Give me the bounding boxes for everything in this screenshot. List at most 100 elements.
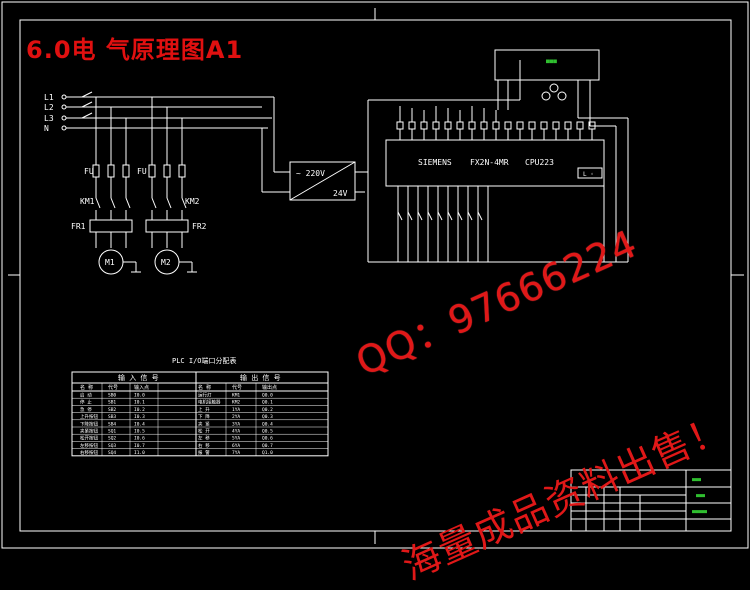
plc-output-terminal bbox=[468, 121, 476, 130]
plc-input-switch bbox=[427, 211, 433, 221]
table-cell: SQ3 bbox=[108, 443, 116, 449]
plc-input-switch bbox=[447, 211, 453, 221]
table-cell: KM1 bbox=[232, 393, 240, 399]
label-km1: KM1 bbox=[80, 197, 95, 206]
table-cell: I0.0 bbox=[134, 393, 145, 399]
label-fu2: FU bbox=[137, 167, 147, 176]
power-labels: L1 L2 L3 N FU FU KM1 KM2 FR1 FR2 M1 M2 bbox=[44, 93, 207, 267]
plc-input-switch bbox=[437, 211, 443, 221]
plc-output-terminal bbox=[528, 121, 536, 130]
power-bus bbox=[61, 91, 290, 275]
label-fr1: FR1 bbox=[71, 222, 86, 231]
title-block-mark-2: ■■■ bbox=[696, 493, 705, 499]
table-cell: I0.6 bbox=[134, 436, 145, 442]
table-cell: SQ4 bbox=[108, 450, 116, 456]
table-cell: 停 止 bbox=[80, 399, 92, 406]
plc-output-terminal bbox=[480, 121, 488, 130]
table-cell: 左移按钮 bbox=[80, 442, 98, 449]
sheet-frame bbox=[1, 1, 749, 549]
title-block-mark-1: ■■■ bbox=[692, 477, 701, 483]
label-l2: L2 bbox=[44, 103, 54, 112]
drawing-title: 6.0电 气原理图A1 bbox=[26, 36, 244, 64]
table-cell: 4YA bbox=[232, 429, 240, 435]
table-cell: I0.7 bbox=[134, 443, 145, 449]
table-cell: 1YA bbox=[232, 407, 240, 413]
table-input-header: 输 入 信 号 bbox=[118, 373, 159, 382]
table-cell: I0.3 bbox=[134, 414, 145, 420]
plc-output-terminal bbox=[408, 121, 416, 130]
table-cell: Q0.6 bbox=[262, 436, 273, 442]
psu-input-label: ~ 220V bbox=[296, 169, 325, 178]
table-cell: 右 移 bbox=[198, 442, 210, 449]
table-cell: Q1.0 bbox=[262, 450, 273, 456]
plc-output-terminal bbox=[396, 121, 404, 130]
table-cell: 松 开 bbox=[198, 428, 210, 435]
plc-output-terminal bbox=[444, 121, 452, 130]
table-column-header: 输入点 bbox=[134, 384, 149, 391]
label-l3: L3 bbox=[44, 114, 54, 123]
table-cell: 上升按钮 bbox=[80, 413, 98, 420]
plc-output-terminal bbox=[552, 121, 560, 130]
table-cell: I0.5 bbox=[134, 429, 145, 435]
io-table-caption: PLC I/O端口分配表 bbox=[172, 356, 237, 365]
table-cell: 运行灯 bbox=[198, 392, 212, 399]
table-column-header: 输出点 bbox=[262, 384, 277, 391]
table-cell: 7YA bbox=[232, 450, 240, 456]
table-cell: Q0.4 bbox=[262, 421, 273, 427]
label-km2: KM2 bbox=[185, 197, 200, 206]
table-cell: Q0.5 bbox=[262, 429, 273, 435]
table-column-header: 代号 bbox=[108, 384, 118, 391]
label-m1: M1 bbox=[105, 258, 115, 267]
plc-input-switch bbox=[457, 211, 463, 221]
table-cell: SQ2 bbox=[108, 436, 116, 442]
table-column-header: 名 称 bbox=[80, 384, 93, 391]
title-block-mark-3: ■■■■■ bbox=[692, 509, 707, 515]
label-m2: M2 bbox=[161, 258, 171, 267]
table-cell: KM2 bbox=[232, 400, 240, 406]
plc-input-switch bbox=[467, 211, 473, 221]
table-cell: Q0.2 bbox=[262, 407, 273, 413]
output-wiring bbox=[494, 49, 629, 263]
plc-output-terminal bbox=[432, 121, 440, 130]
table-cell: 电机接触器 bbox=[198, 399, 221, 406]
table-cell: 5YA bbox=[232, 436, 240, 442]
table-cell: 下 降 bbox=[198, 413, 210, 420]
plc-cpu: CPU223 bbox=[525, 158, 554, 167]
plc-output-terminal bbox=[516, 121, 524, 130]
label-l1: L1 bbox=[44, 93, 54, 102]
label-fu1: FU bbox=[84, 167, 94, 176]
table-cell: SB0 bbox=[108, 393, 116, 399]
table-cell: Q0.1 bbox=[262, 400, 273, 406]
plc-input-switch bbox=[397, 211, 403, 221]
table-column-header: 名 称 bbox=[198, 384, 211, 391]
table-cell: SB4 bbox=[108, 421, 116, 427]
table-cell: 夹 紧 bbox=[198, 420, 210, 427]
table-cell: I0.4 bbox=[134, 421, 145, 427]
plc-output-terminal bbox=[576, 121, 584, 130]
title-block bbox=[570, 469, 732, 532]
table-cell: 2YA bbox=[232, 414, 240, 420]
table-cell: 松开按钮 bbox=[80, 435, 98, 442]
plc-output-terminal bbox=[564, 121, 572, 130]
table-output-header: 输 出 信 号 bbox=[240, 373, 281, 382]
table-cell: 上 升 bbox=[198, 406, 210, 413]
plc-brand: SIEMENS bbox=[418, 158, 452, 167]
table-column-header: 代号 bbox=[232, 384, 242, 391]
table-cell: 启 动 bbox=[80, 392, 92, 399]
table-cell: 3YA bbox=[232, 421, 240, 427]
plc-model: FX2N-4MR bbox=[470, 158, 509, 167]
table-cell: SB2 bbox=[108, 407, 116, 413]
label-n: N bbox=[44, 124, 49, 133]
plc-output-terminal bbox=[492, 121, 500, 130]
table-cell: Q0.3 bbox=[262, 414, 273, 420]
label-fr2: FR2 bbox=[192, 222, 207, 231]
table-cell: 下降按钮 bbox=[80, 420, 98, 427]
table-cell: I0.1 bbox=[134, 400, 145, 406]
drawing-canvas: L1 L2 L3 N FU FU KM1 KM2 FR1 FR2 M1 M2 ~… bbox=[1, 1, 749, 549]
table-cell: 6YA bbox=[232, 443, 240, 449]
table-cell: SB3 bbox=[108, 414, 116, 420]
table-cell: 急 停 bbox=[80, 406, 92, 413]
table-cell: 夹紧按钮 bbox=[80, 428, 98, 435]
plc-output-terminal bbox=[540, 121, 548, 130]
plc-input-switch bbox=[407, 211, 413, 221]
